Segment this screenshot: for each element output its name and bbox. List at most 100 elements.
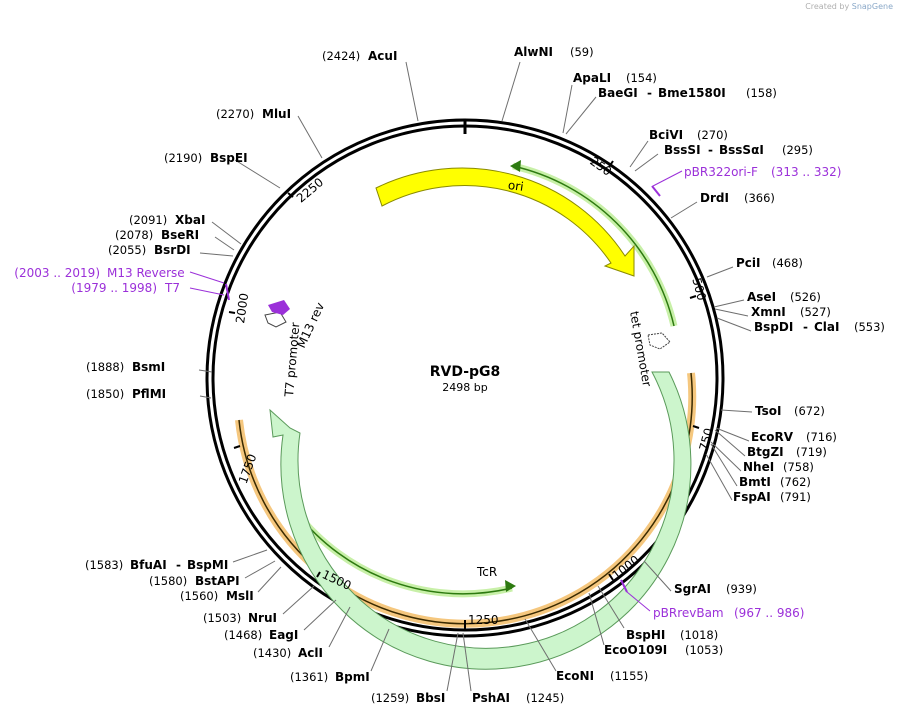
site-baegi-name2: Bme1580I bbox=[658, 86, 726, 100]
primer-t7-range: (1979 .. 1998) bbox=[71, 281, 157, 295]
site-bsssi-pos: (295) bbox=[782, 143, 813, 157]
tcr-label: TcR bbox=[476, 565, 497, 579]
primer-pbrrevbam-name: pBRrevBam bbox=[653, 606, 724, 620]
primer-m13-reverse-name: M13 Reverse bbox=[107, 266, 185, 280]
site-ecorv-name: EcoRV bbox=[751, 430, 794, 444]
site-eagi-pos: (1468) bbox=[224, 628, 262, 642]
site-acli-pos: (1430) bbox=[253, 646, 291, 660]
site-bsssi-name2: BssSαI bbox=[719, 143, 764, 157]
feature-layer bbox=[235, 160, 697, 670]
tet-promoter-label: tet promoter bbox=[627, 310, 654, 388]
pbr322ori-f-leader bbox=[652, 170, 683, 187]
ori-arc-head bbox=[510, 160, 521, 172]
site-asei-name: AseI bbox=[747, 290, 776, 304]
site-pcii-name: PciI bbox=[736, 256, 761, 270]
site-drdi-name: DrdI bbox=[700, 191, 729, 205]
site-pflmi-pos: (1850) bbox=[86, 387, 124, 401]
site-bspei-pos: (2190) bbox=[164, 151, 202, 165]
site-bfuai-name2: BspMI bbox=[187, 558, 228, 572]
site-econi-name: EcoNI bbox=[556, 669, 594, 683]
site-bseri-name: BseRI bbox=[161, 228, 199, 242]
site-bspdi-pos: (553) bbox=[854, 320, 885, 334]
site-bbsi-pos: (1259) bbox=[371, 691, 409, 705]
site-mlui-pos: (2270) bbox=[216, 107, 254, 121]
site-bmti-pos: (762) bbox=[780, 475, 811, 489]
snapgene-credit: Created by SnapGene bbox=[805, 2, 893, 11]
t7-promoter-label: T7 promoter bbox=[282, 322, 303, 398]
site-bpmi-name: BpmI bbox=[335, 670, 370, 684]
site-apali-name: ApaLI bbox=[573, 71, 611, 85]
site-bfuai-name: BfuAI bbox=[130, 558, 167, 572]
site-bsssi-name: BssSI bbox=[664, 143, 701, 157]
site-sgrai-name: SgrAI bbox=[674, 582, 711, 596]
tcr-inner-arc-line bbox=[295, 511, 513, 595]
tcr-feature-arrow bbox=[269, 371, 692, 670]
site-bsmi-name: BsmI bbox=[132, 360, 165, 374]
site-leader-lines bbox=[198, 61, 753, 692]
site-nrui-name: NruI bbox=[248, 611, 277, 625]
plasmid-length: 2498 bp bbox=[442, 381, 487, 394]
tick-750: 750 bbox=[697, 426, 716, 452]
snapgene-logo: SnapGene bbox=[851, 2, 893, 11]
site-acli-name: AclI bbox=[298, 646, 323, 660]
ori-feature-arrow bbox=[375, 167, 635, 277]
site-acui-name: AcuI bbox=[368, 49, 397, 63]
site-pshai-pos: (1245) bbox=[526, 691, 564, 705]
site-acui-pos: (2424) bbox=[322, 49, 360, 63]
site-bsssi-sep: - bbox=[708, 143, 713, 157]
site-tsoi-pos: (672) bbox=[794, 404, 825, 418]
site-alwni-name: AlwNI bbox=[514, 45, 553, 59]
site-baegi-sep: - bbox=[647, 86, 652, 100]
site-btgzi-pos: (719) bbox=[796, 445, 827, 459]
m13-t7-mark bbox=[225, 283, 230, 301]
site-xbai-pos: (2091) bbox=[129, 213, 167, 227]
site-nhei-pos: (758) bbox=[783, 460, 814, 474]
m13-reverse-leader bbox=[189, 271, 225, 284]
site-bsrdi-pos: (2055) bbox=[108, 243, 146, 257]
site-baegi-pos: (158) bbox=[746, 86, 777, 100]
site-nrui-pos: (1503) bbox=[203, 611, 241, 625]
primer-pbr322ori-f-name: pBR322ori-F bbox=[684, 165, 758, 179]
pbr322ori-f-mark bbox=[651, 185, 661, 197]
site-bseri-pos: (2078) bbox=[115, 228, 153, 242]
site-xbai-name: XbaI bbox=[175, 213, 205, 227]
ori-label: ori bbox=[507, 178, 524, 194]
site-bfuai-sep: - bbox=[176, 558, 181, 572]
site-bsmi-pos: (1888) bbox=[86, 360, 124, 374]
site-bsphi-name: BspHI bbox=[626, 628, 665, 642]
primer-m13-reverse-range: (2003 .. 2019) bbox=[14, 266, 100, 280]
primer-marks bbox=[189, 170, 683, 612]
site-apali-pos: (154) bbox=[626, 71, 657, 85]
primer-t7-name: T7 bbox=[164, 281, 180, 295]
site-bspdi-sep: - bbox=[803, 320, 808, 334]
site-pcii-pos: (468) bbox=[772, 256, 803, 270]
m13-rev-arrow bbox=[268, 300, 290, 315]
site-econi-pos: (1155) bbox=[610, 669, 648, 683]
primer-pbrrevbam-range: (967 .. 986) bbox=[734, 606, 804, 620]
site-fspai-name: FspAI bbox=[733, 490, 771, 504]
site-ecorv-pos: (716) bbox=[806, 430, 837, 444]
t7-leader bbox=[189, 287, 225, 296]
tcr-inner-arc-head bbox=[505, 580, 516, 592]
site-bsrdi-name: BsrDI bbox=[154, 243, 191, 257]
site-xmni-pos: (527) bbox=[800, 305, 831, 319]
site-bmti-name: BmtI bbox=[739, 475, 771, 489]
site-eagi-name: EagI bbox=[269, 628, 298, 642]
primer-pbr322ori-f-range: (313 .. 332) bbox=[771, 165, 841, 179]
site-bstapi-name: BstAPI bbox=[195, 574, 240, 588]
site-bcivi-name: BciVI bbox=[649, 128, 683, 142]
site-btgzi-name: BtgZI bbox=[747, 445, 784, 459]
site-bpmi-pos: (1361) bbox=[290, 670, 328, 684]
site-bspei-name: BspEI bbox=[210, 151, 248, 165]
site-fspai-pos: (791) bbox=[780, 490, 811, 504]
site-bspdi-name2: ClaI bbox=[814, 320, 839, 334]
site-asei-pos: (526) bbox=[790, 290, 821, 304]
site-labels: (2424) AcuI AlwNI (59) ApaLI (154) BaeGI… bbox=[85, 45, 885, 705]
tick-marks bbox=[228, 160, 700, 630]
site-mlui-name: MluI bbox=[262, 107, 291, 121]
pbrrevbam-leader bbox=[626, 591, 651, 612]
tick-1250: 1250 bbox=[468, 613, 499, 627]
tick-2000: 2000 bbox=[233, 292, 251, 324]
site-bfuai-pos: (1583) bbox=[85, 558, 123, 572]
